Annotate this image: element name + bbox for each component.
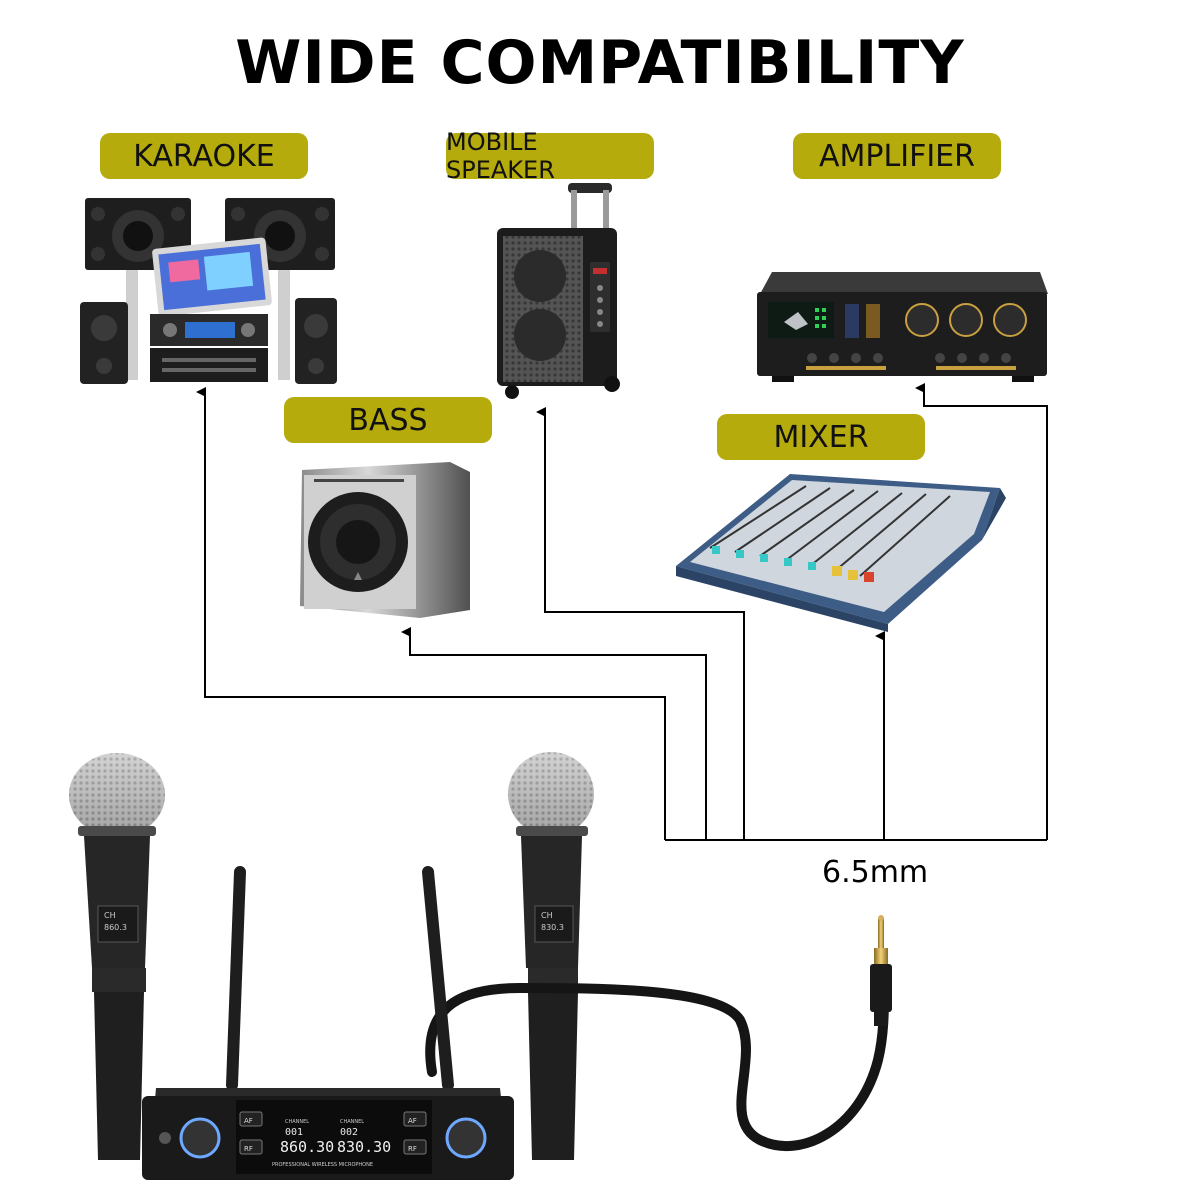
mic-right-freq: 830.3 (541, 923, 564, 932)
mic-right-ch: CH (541, 911, 553, 920)
label-karaoke: KARAOKE (100, 133, 308, 179)
receiver-af-right: AF (408, 1117, 417, 1125)
receiver-channel-1: CHANNEL (285, 1119, 309, 1125)
jack-plug-image (870, 915, 892, 1026)
audio-cable (425, 982, 889, 1152)
mic-left-ch: CH (104, 911, 116, 920)
receiver-ch1-id: 001 (285, 1127, 303, 1138)
microphone-right-image: CH 830.3 (508, 752, 594, 1160)
mic-left-freq: 860.3 (104, 923, 127, 932)
receiver-af-left: AF (244, 1117, 253, 1125)
receiver-freq-2: 830.30 (337, 1138, 391, 1156)
line-amplifier (915, 383, 1048, 840)
label-mixer: MIXER (717, 414, 925, 460)
receiver-brand-line: PROFESSIONAL WIRELESS MICROPHONE (272, 1162, 373, 1168)
microphone-left-image: CH 860.3 (69, 753, 165, 1160)
label-amplifier: AMPLIFIER (793, 133, 1001, 179)
receiver-channel-2: CHANNEL (340, 1119, 364, 1125)
receiver-unit-image: AF RF AF RF CHANNEL CHANNEL 001 002 860.… (142, 866, 514, 1180)
line-karaoke (196, 387, 666, 840)
amplifier-image (757, 272, 1048, 382)
connection-lines (196, 383, 1048, 841)
connector-size-label: 6.5mm (822, 855, 929, 890)
label-bass: BASS (284, 397, 492, 443)
receiver-freq-1: 860.30 (280, 1138, 334, 1156)
receiver-ch2-id: 002 (340, 1127, 358, 1138)
karaoke-system-image (80, 198, 337, 384)
receiver-rf-left: RF (244, 1145, 253, 1153)
line-mobile-speaker (536, 407, 745, 840)
receiver-rf-right: RF (408, 1145, 417, 1153)
mobile-speaker-image (497, 183, 620, 399)
page-title: WIDE COMPATIBILITY (235, 28, 965, 98)
mixer-image (676, 474, 1006, 632)
bass-subwoofer-image (300, 462, 470, 618)
label-mobile-speaker: MOBILE SPEAKER (446, 128, 654, 184)
line-bass (401, 627, 707, 840)
